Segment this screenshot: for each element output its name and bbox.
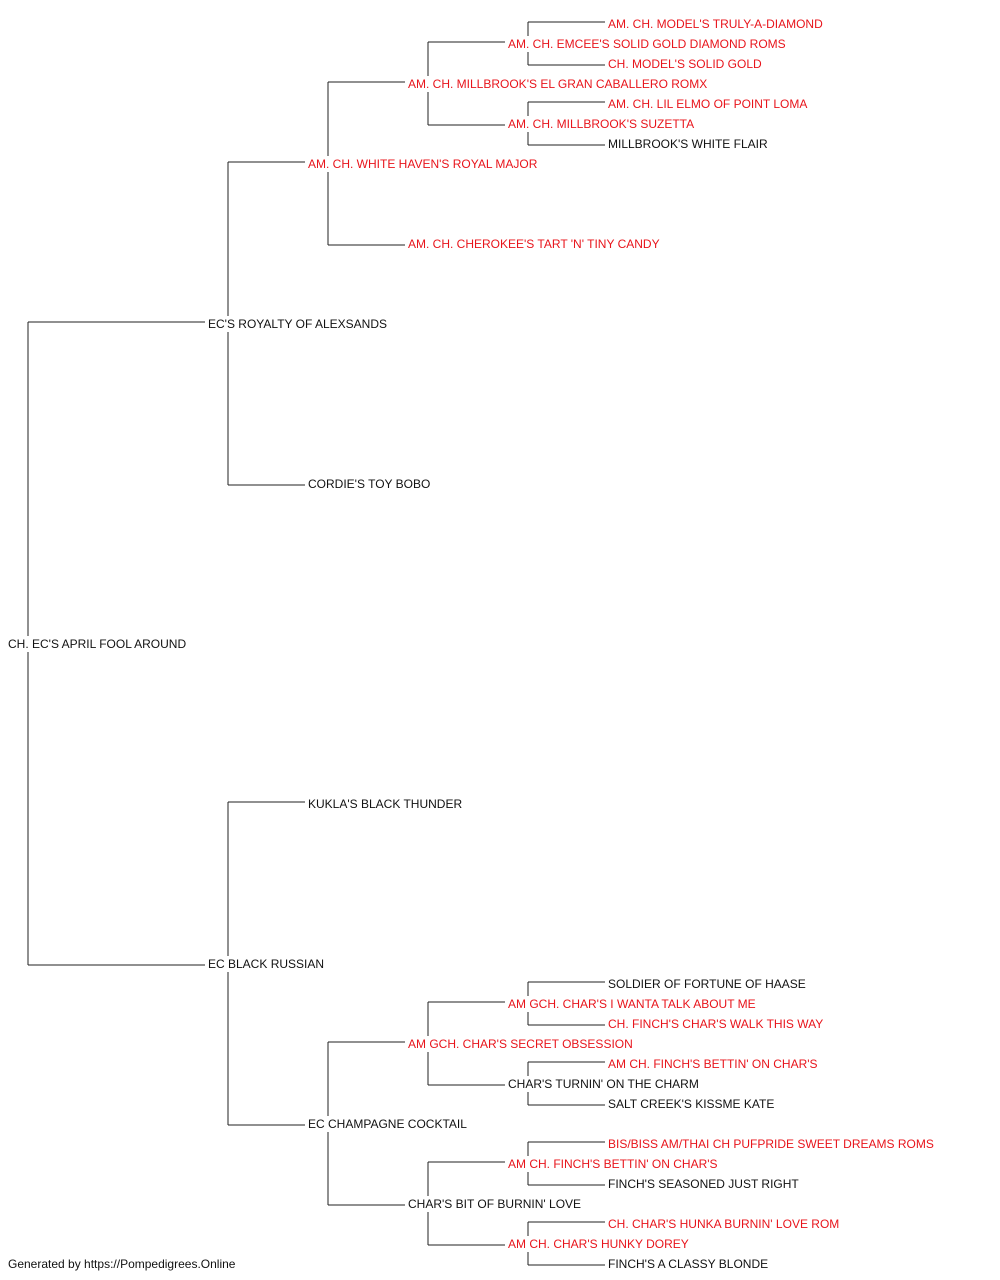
gen5-ancestor-name[interactable]: SALT CREEK'S KISSME KATE [608,1097,777,1111]
gen4-ancestor-name[interactable]: AM GCH. CHAR'S I WANTA TALK ABOUT ME [508,997,758,1011]
subject-dog-name[interactable]: CH. EC'S APRIL FOOL AROUND [8,637,189,651]
great-grandparent-name[interactable]: AM GCH. CHAR'S SECRET OBSESSION [408,1037,635,1051]
gen4-ancestor-name[interactable]: AM. CH. MILLBROOK'S SUZETTA [508,117,697,131]
gen4-ancestor-name[interactable]: AM CH. CHAR'S HUNKY DOREY [508,1237,691,1251]
great-grandparent-name[interactable]: AM. CH. CHEROKEE'S TART 'N' TINY CANDY [408,237,662,251]
gen5-ancestor-name[interactable]: CH. CHAR'S HUNKA BURNIN' LOVE ROM [608,1217,842,1231]
gen5-ancestor-name[interactable]: AM. CH. MODEL'S TRULY-A-DIAMOND [608,17,825,31]
gen4-ancestor-name[interactable]: AM. CH. EMCEE'S SOLID GOLD DIAMOND ROMS [508,37,788,51]
gen5-ancestor-name[interactable]: CH. FINCH'S CHAR'S WALK THIS WAY [608,1017,826,1031]
gen5-ancestor-name[interactable]: FINCH'S A CLASSY BLONDE [608,1257,771,1271]
gen5-ancestor-name[interactable]: BIS/BISS AM/THAI CH PUFPRIDE SWEET DREAM… [608,1137,936,1151]
paternal-grandsire-name[interactable]: AM. CH. WHITE HAVEN'S ROYAL MAJOR [308,157,540,171]
gen5-ancestor-name[interactable]: MILLBROOK'S WHITE FLAIR [608,137,770,151]
gen4-ancestor-name[interactable]: CHAR'S TURNIN' ON THE CHARM [508,1077,701,1091]
gen5-ancestor-name[interactable]: SOLDIER OF FORTUNE OF HAASE [608,977,808,991]
great-grandparent-name[interactable]: AM. CH. MILLBROOK'S EL GRAN CABALLERO RO… [408,77,710,91]
maternal-granddam-name[interactable]: EC CHAMPAGNE COCKTAIL [308,1117,469,1131]
sire-name[interactable]: EC'S ROYALTY OF ALEXSANDS [208,317,390,331]
dam-name[interactable]: EC BLACK RUSSIAN [208,957,327,971]
paternal-granddam-name[interactable]: CORDIE'S TOY BOBO [308,477,433,491]
gen5-ancestor-name[interactable]: AM CH. FINCH'S BETTIN' ON CHAR'S [608,1057,820,1071]
generated-by-footer: Generated by https://Pompedigrees.Online [8,1257,236,1271]
gen5-ancestor-name[interactable]: AM. CH. LIL ELMO OF POINT LOMA [608,97,810,111]
gen5-ancestor-name[interactable]: FINCH'S SEASONED JUST RIGHT [608,1177,801,1191]
gen5-ancestor-name[interactable]: CH. MODEL'S SOLID GOLD [608,57,764,71]
great-grandparent-name[interactable]: CHAR'S BIT OF BURNIN' LOVE [408,1197,584,1211]
maternal-grandsire-name[interactable]: KUKLA'S BLACK THUNDER [308,797,465,811]
gen4-ancestor-name[interactable]: AM CH. FINCH'S BETTIN' ON CHAR'S [508,1157,720,1171]
